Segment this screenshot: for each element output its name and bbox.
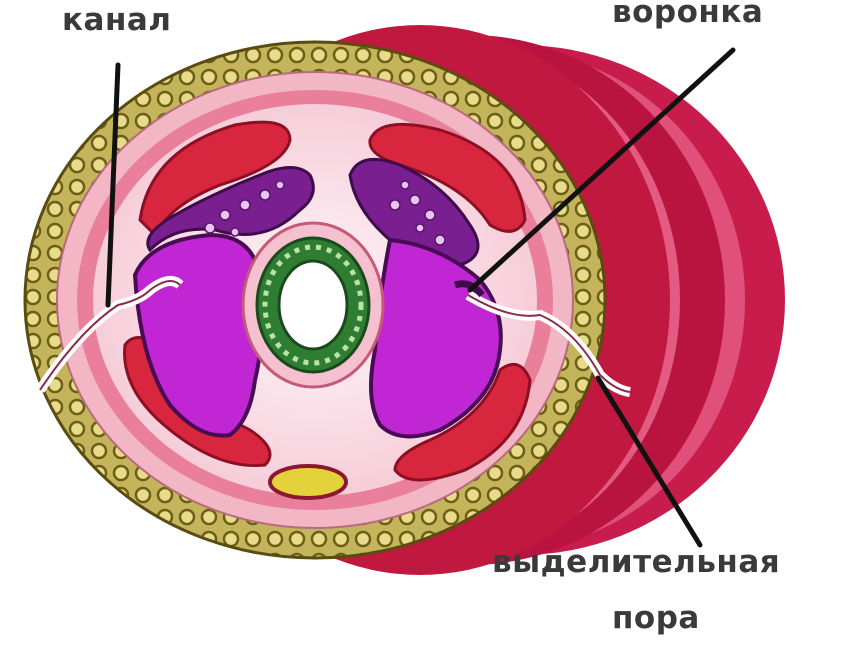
label-pore: пора <box>612 600 700 636</box>
label-excretory: выделительная <box>492 544 780 580</box>
intestine-lumen <box>279 261 347 349</box>
label-canal: канал <box>62 2 172 38</box>
nerve-cord <box>270 466 346 498</box>
label-funnel: воронка <box>612 0 763 30</box>
intestine <box>243 223 383 387</box>
